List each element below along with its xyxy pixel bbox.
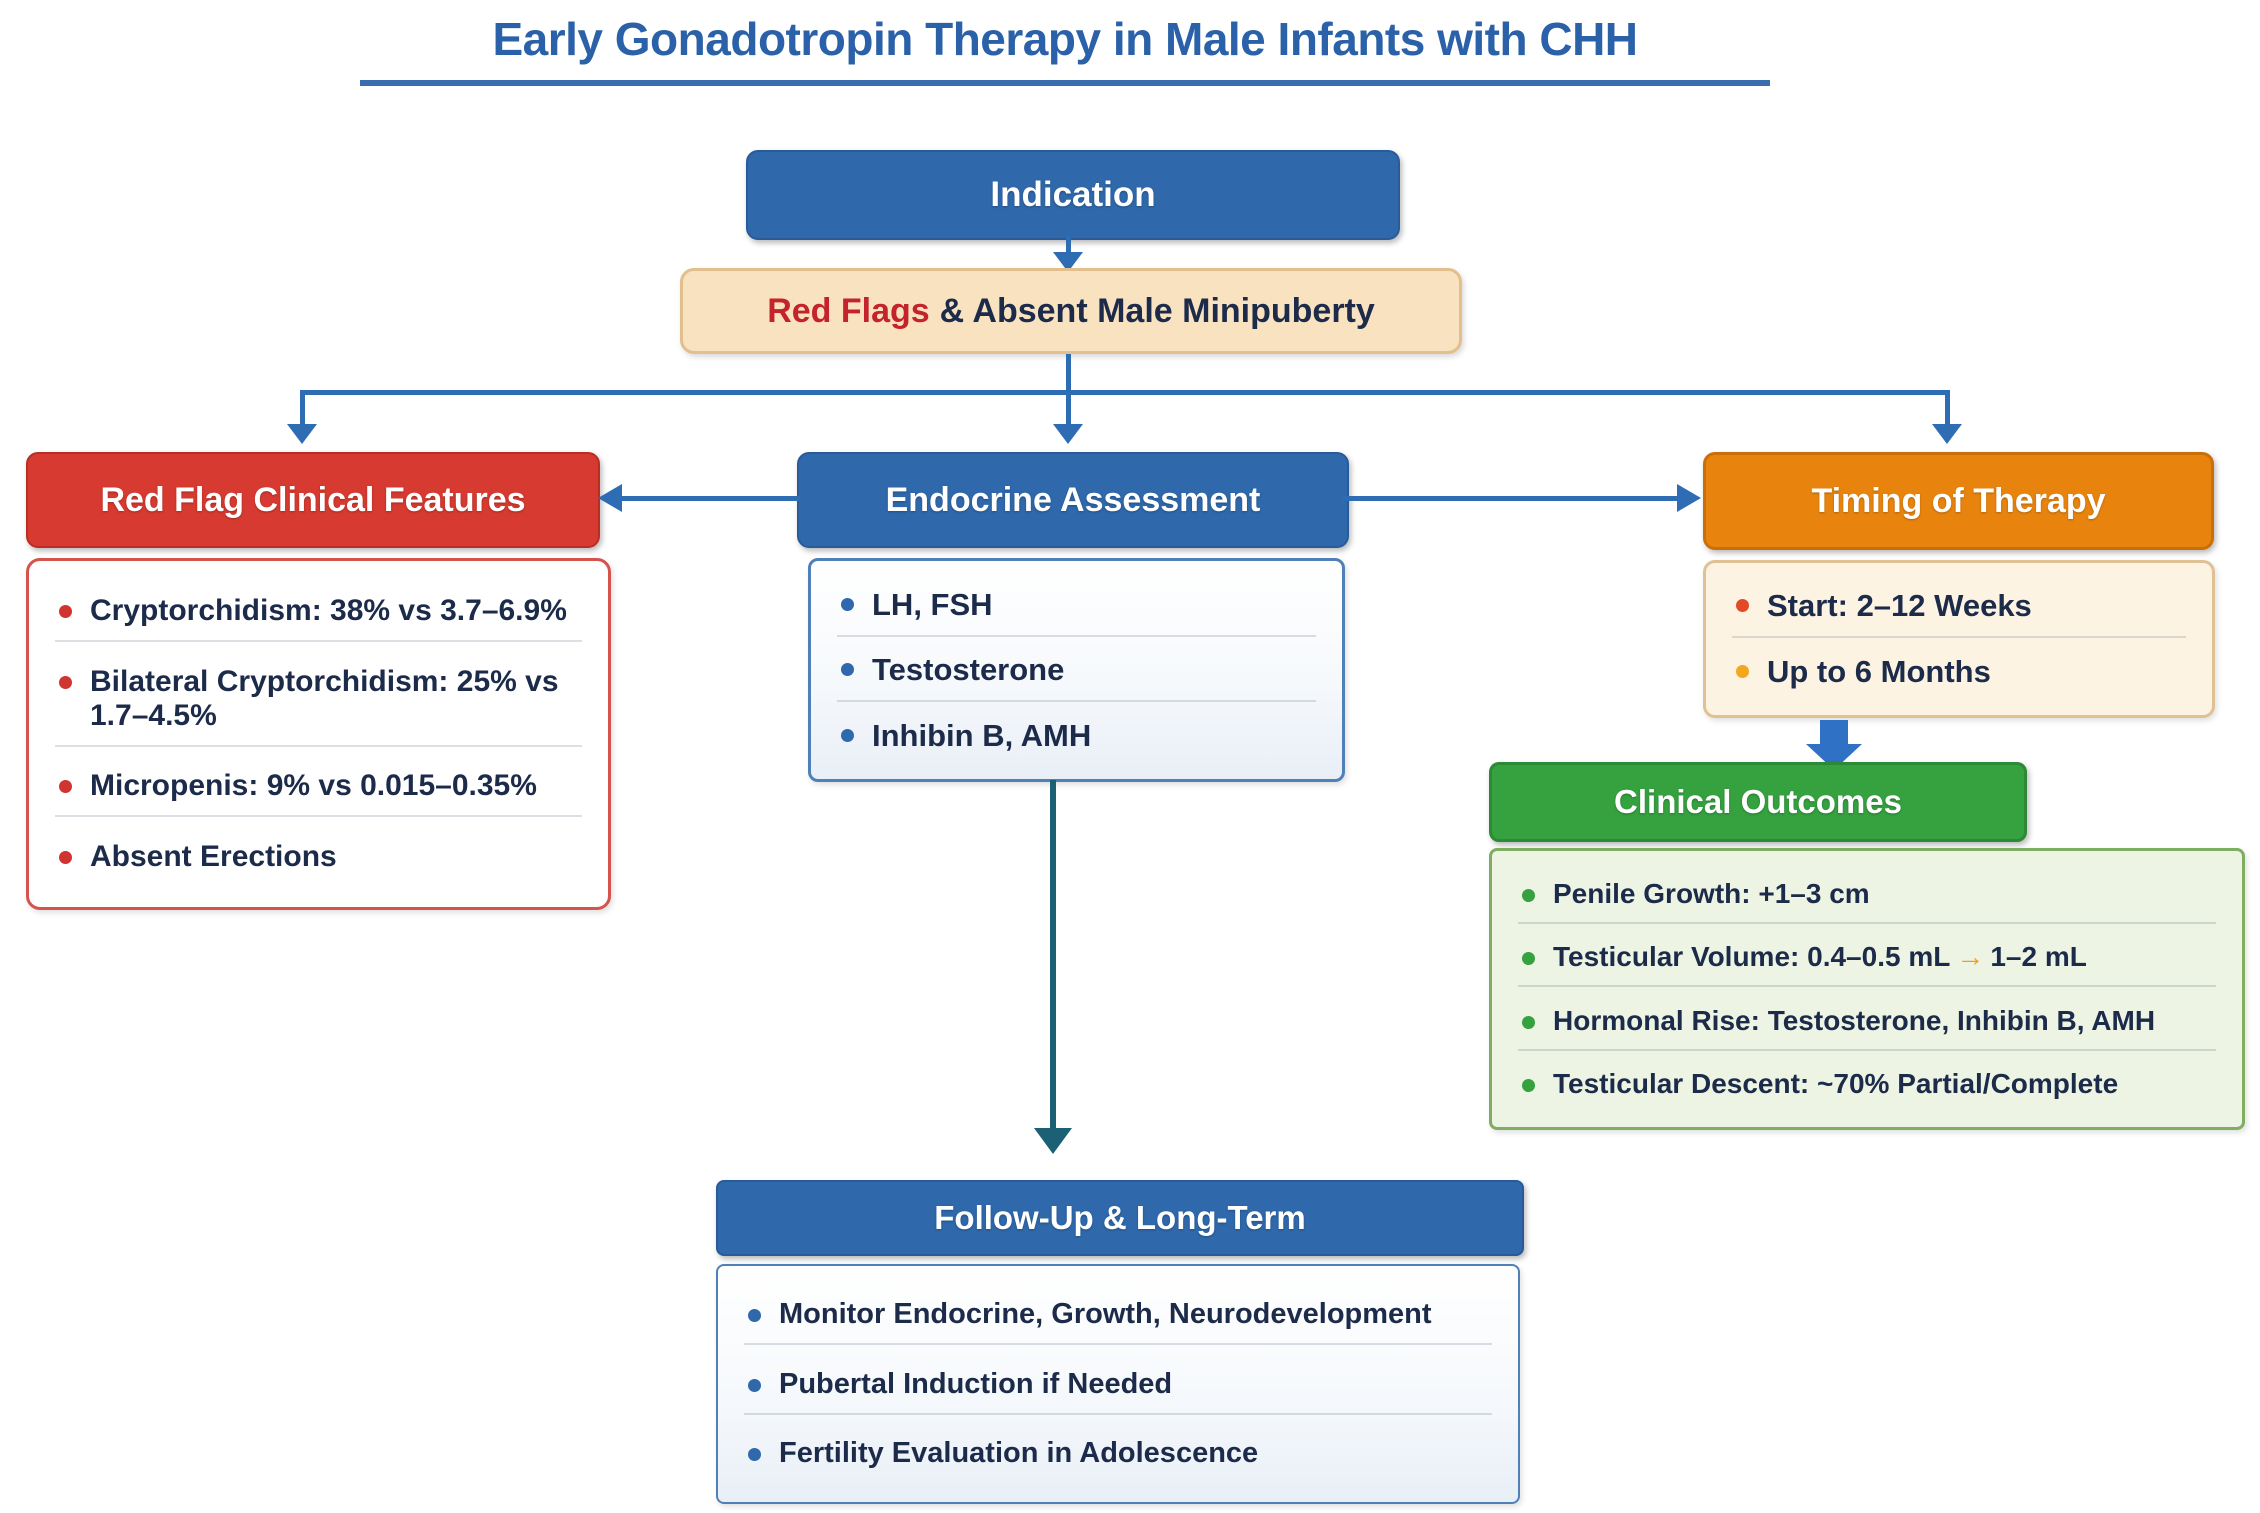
list-item-text: Testicular Volume: 0.4–0.5 mL→1–2 mL xyxy=(1553,941,2087,973)
connector-endocrine-to-redflag-line xyxy=(620,496,800,501)
bullet-icon xyxy=(748,1447,761,1461)
list-item-text: Up to 6 Months xyxy=(1767,653,1991,689)
red-flag-features-header-label: Red Flag Clinical Features xyxy=(100,480,526,519)
outcome-volume-pre: Testicular Volume: 0.4–0.5 mL xyxy=(1553,941,1951,973)
followup-list: Monitor Endocrine, Growth, Neurodevelopm… xyxy=(716,1264,1520,1504)
bullet-icon xyxy=(748,1378,761,1392)
connector-endocrine-to-timing-arrowhead xyxy=(1677,484,1701,512)
list-item: Fertility Evaluation in Adolescence xyxy=(744,1425,1492,1482)
list-item: Monitor Endocrine, Growth, Neurodevelopm… xyxy=(744,1286,1492,1346)
list-item: Micropenis: 9% vs 0.015–0.35% xyxy=(55,757,582,818)
connector-indication-line xyxy=(1066,236,1071,254)
list-item-text: Cryptorchidism: 38% vs 3.7–6.9% xyxy=(90,593,567,627)
red-flags-rest: & Absent Male Minipuberty xyxy=(939,291,1375,330)
list-item: Testicular Descent: ~70% Partial/Complet… xyxy=(1518,1056,2216,1112)
bullet-icon xyxy=(1736,664,1749,678)
branch-left-arrowhead xyxy=(287,424,317,444)
list-item-text: Fertility Evaluation in Adolescence xyxy=(779,1436,1259,1469)
page-title: Early Gonadotropin Therapy in Male Infan… xyxy=(360,12,1770,86)
endocrine-list: LH, FSH Testosterone Inhibin B, AMH xyxy=(808,558,1345,782)
connector-indication-arrowhead xyxy=(1053,252,1083,272)
list-item-text: Penile Growth: +1–3 cm xyxy=(1553,878,1870,910)
list-item: Bilateral Cryptorchidism: 25% vs 1.7–4.5… xyxy=(55,653,582,747)
list-item: Pubertal Induction if Needed xyxy=(744,1356,1492,1415)
outcomes-list: Penile Growth: +1–3 cm Testicular Volume… xyxy=(1489,848,2245,1130)
bullet-icon xyxy=(59,675,72,689)
timing-header-label: Timing of Therapy xyxy=(1811,481,2106,520)
outcome-volume-post: 1–2 mL xyxy=(1990,941,2087,973)
red-flag-features-header: Red Flag Clinical Features xyxy=(26,452,600,548)
list-item: Testosterone xyxy=(837,640,1316,702)
bullet-icon xyxy=(1522,952,1535,966)
list-item-text: Pubertal Induction if Needed xyxy=(779,1367,1173,1400)
list-item-text: Bilateral Cryptorchidism: 25% vs 1.7–4.5… xyxy=(90,664,559,732)
connector-timing-to-outcomes-stem xyxy=(1820,720,1848,744)
connector-endocrine-to-timing-line xyxy=(1343,496,1679,501)
bullet-icon xyxy=(841,597,854,611)
list-item-text: Monitor Endocrine, Growth, Neurodevelopm… xyxy=(779,1298,1432,1331)
list-item: Cryptorchidism: 38% vs 3.7–6.9% xyxy=(55,582,582,642)
connector-endocrine-to-followup-line xyxy=(1050,780,1056,1130)
bullet-icon xyxy=(59,604,72,618)
right-arrow-icon: → xyxy=(1956,941,1985,973)
bullet-icon xyxy=(59,851,72,865)
indication-label: Indication xyxy=(990,175,1156,214)
red-flags-highlight: Red Flags xyxy=(767,291,930,330)
list-item-text: LH, FSH xyxy=(872,586,993,622)
branch-horizontal-line xyxy=(300,390,1950,395)
list-item: Up to 6 Months xyxy=(1732,642,2186,702)
timing-header: Timing of Therapy xyxy=(1703,452,2214,550)
bullet-icon xyxy=(841,728,854,742)
followup-header-label: Follow-Up & Long-Term xyxy=(934,1199,1306,1236)
branch-center-drop xyxy=(1066,392,1071,424)
outcomes-header: Clinical Outcomes xyxy=(1489,762,2027,842)
connector-endocrine-to-followup-arrowhead xyxy=(1034,1128,1072,1154)
branch-stub-line xyxy=(1066,354,1071,392)
branch-left-drop xyxy=(300,392,305,424)
page-title-text: Early Gonadotropin Therapy in Male Infan… xyxy=(492,13,1638,65)
followup-header: Follow-Up & Long-Term xyxy=(716,1180,1524,1256)
indication-box: Indication xyxy=(746,150,1400,240)
bullet-icon xyxy=(1522,1015,1535,1029)
list-item-text: Absent Erections xyxy=(90,840,337,874)
list-item-text: Testicular Descent: ~70% Partial/Complet… xyxy=(1553,1067,2119,1099)
list-item: Penile Growth: +1–3 cm xyxy=(1518,866,2216,925)
list-item: Absent Erections xyxy=(55,828,582,886)
endocrine-header: Endocrine Assessment xyxy=(797,452,1349,548)
list-item: Testicular Volume: 0.4–0.5 mL→1–2 mL xyxy=(1518,929,2216,988)
list-item-text: Hormonal Rise: Testosterone, Inhibin B, … xyxy=(1553,1004,2156,1036)
bullet-icon xyxy=(748,1309,761,1323)
bullet-icon xyxy=(1736,599,1749,613)
branch-right-drop xyxy=(1945,392,1950,424)
list-item: Start: 2–12 Weeks xyxy=(1732,576,2186,639)
outcomes-header-label: Clinical Outcomes xyxy=(1614,783,1902,820)
bullet-icon xyxy=(1522,1078,1535,1092)
red-flag-features-list: Cryptorchidism: 38% vs 3.7–6.9% Bilatera… xyxy=(26,558,611,910)
timing-list: Start: 2–12 Weeks Up to 6 Months xyxy=(1703,560,2215,718)
list-item-text: Micropenis: 9% vs 0.015–0.35% xyxy=(90,769,537,803)
bullet-icon xyxy=(59,780,72,794)
connector-endocrine-to-redflag-arrowhead xyxy=(598,484,622,512)
red-flags-box: Red Flags & Absent Male Minipuberty xyxy=(680,268,1462,354)
bullet-icon xyxy=(1522,889,1535,903)
branch-right-arrowhead xyxy=(1932,424,1962,444)
endocrine-header-label: Endocrine Assessment xyxy=(885,480,1261,519)
branch-center-arrowhead xyxy=(1053,424,1083,444)
list-item: LH, FSH xyxy=(837,575,1316,637)
list-item: Hormonal Rise: Testosterone, Inhibin B, … xyxy=(1518,993,2216,1051)
bullet-icon xyxy=(841,663,854,676)
list-item-text: Testosterone xyxy=(872,652,1065,687)
list-item-text: Inhibin B, AMH xyxy=(872,717,1092,753)
list-item: Inhibin B, AMH xyxy=(837,706,1316,766)
list-item-text: Start: 2–12 Weeks xyxy=(1767,588,2032,624)
